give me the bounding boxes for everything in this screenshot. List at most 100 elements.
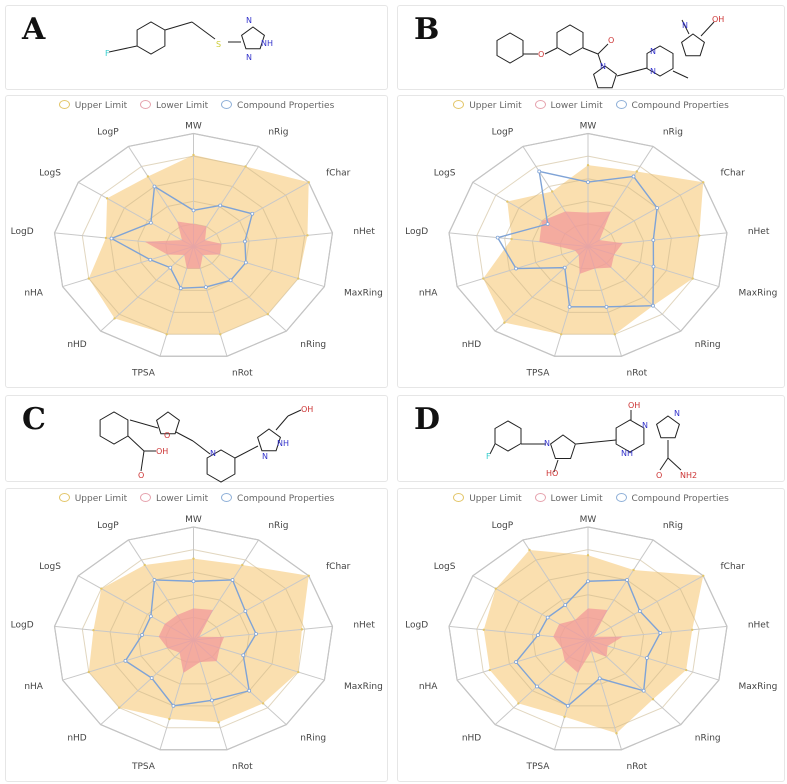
axis-label: LogD — [405, 227, 428, 237]
axis-line — [494, 246, 589, 332]
compound-point[interactable] — [149, 676, 154, 680]
compound-point[interactable] — [250, 211, 255, 216]
upper-limit-point — [635, 170, 638, 173]
compound-point[interactable] — [148, 220, 153, 225]
compound-point[interactable] — [645, 656, 649, 660]
compound-point[interactable] — [178, 286, 183, 291]
legend-compound-properties[interactable]: Compound Properties — [615, 493, 729, 504]
legend-compound-properties[interactable]: Compound Properties — [221, 493, 334, 504]
legend-label: Lower Limit — [550, 494, 603, 504]
upper-limit-point — [586, 163, 590, 167]
compound-point[interactable] — [148, 257, 153, 262]
compound-point[interactable] — [152, 184, 157, 189]
compound-point[interactable] — [243, 609, 248, 614]
legend-compound-properties[interactable]: Compound Properties — [221, 100, 334, 111]
compound-point[interactable] — [241, 653, 246, 658]
compound-point[interactable] — [651, 264, 656, 269]
legend-upper-limit[interactable]: Upper Limit — [453, 100, 522, 111]
axis-label: nHet — [353, 620, 375, 630]
compound-point[interactable] — [210, 698, 214, 703]
compound-point[interactable] — [228, 278, 233, 283]
ring-bond — [593, 65, 617, 89]
outer-ring — [448, 526, 728, 751]
compound-point[interactable] — [631, 174, 636, 179]
axis-label: LogP — [97, 521, 119, 531]
outer-ring — [53, 526, 334, 751]
compound-point[interactable] — [514, 660, 518, 664]
compound-point[interactable] — [123, 658, 128, 663]
legend-lower-limit[interactable]: Lower Limit — [140, 493, 208, 504]
legend-compound-properties[interactable]: Compound Properties — [615, 100, 729, 111]
compound-point[interactable] — [230, 578, 235, 582]
atom-label: N — [262, 452, 268, 461]
upper-limit-point — [219, 333, 222, 336]
legend-lower-limit[interactable]: Lower Limit — [534, 100, 603, 111]
compound-point[interactable] — [655, 206, 660, 210]
compound-point[interactable] — [536, 633, 540, 637]
axis-label: fChar — [326, 169, 351, 179]
legend-lower-limit[interactable]: Lower Limit — [534, 493, 603, 504]
upper-limit-point — [143, 563, 146, 567]
compound-point[interactable] — [148, 614, 153, 619]
compound-point[interactable] — [191, 208, 196, 213]
upper-limit-point — [306, 234, 309, 237]
axis-line — [78, 181, 194, 247]
compound-point[interactable] — [641, 688, 646, 693]
legend-upper-limit[interactable]: Upper Limit — [58, 493, 127, 504]
compound-point[interactable] — [203, 285, 208, 289]
compound-point[interactable] — [586, 180, 590, 184]
compound-point[interactable] — [545, 222, 550, 226]
upper-limit-point — [87, 277, 90, 280]
compound-point[interactable] — [514, 266, 518, 271]
compound-point[interactable] — [247, 688, 252, 693]
compound-point[interactable] — [545, 615, 550, 620]
axis-line — [587, 181, 704, 247]
compound-point[interactable] — [562, 265, 567, 270]
upper-limit-point — [307, 574, 310, 578]
panel-letter: D — [414, 402, 441, 437]
compound-point[interactable] — [563, 603, 568, 607]
compound-point[interactable] — [109, 236, 114, 241]
compound-point[interactable] — [658, 631, 663, 635]
compound-point[interactable] — [535, 684, 539, 689]
compound-point[interactable] — [168, 265, 173, 270]
panel-letter: A — [22, 12, 46, 47]
compound-point[interactable] — [140, 633, 144, 637]
axis-label: nHA — [419, 682, 438, 692]
atom-label: N — [544, 439, 550, 448]
compound-point[interactable] — [604, 304, 609, 309]
bond — [234, 445, 259, 459]
compound-point[interactable] — [651, 238, 656, 242]
compound-point[interactable] — [537, 169, 542, 174]
atom-label: N — [642, 421, 648, 430]
compound-point[interactable] — [254, 631, 258, 636]
upper-limit-point — [100, 587, 103, 590]
compound-point[interactable] — [191, 579, 196, 584]
legend-upper-limit[interactable]: Upper Limit — [58, 100, 127, 111]
compound-point[interactable] — [586, 579, 590, 584]
compound-point[interactable] — [567, 304, 572, 309]
compound-point[interactable] — [243, 260, 248, 265]
compound-point[interactable] — [651, 303, 655, 308]
compound-point[interactable] — [565, 703, 570, 708]
compound-point[interactable] — [495, 235, 500, 240]
axis-line — [193, 246, 287, 332]
compound-point[interactable] — [243, 239, 247, 244]
radar-chart-b: Upper Limit Lower Limit Compound Propert… — [397, 95, 785, 388]
compound-point[interactable] — [597, 676, 602, 681]
compound-point[interactable] — [218, 203, 223, 208]
compound-point[interactable] — [171, 703, 176, 708]
legend-upper-limit[interactable]: Upper Limit — [453, 493, 522, 504]
upper-limit-point — [551, 190, 554, 193]
compound-point[interactable] — [637, 609, 642, 614]
bond — [275, 415, 289, 431]
bond — [192, 440, 211, 455]
axis-label: MW — [580, 122, 597, 132]
legend-lower-limit[interactable]: Lower Limit — [140, 100, 208, 111]
compound-point[interactable] — [625, 578, 629, 582]
compound-point[interactable] — [152, 578, 157, 582]
